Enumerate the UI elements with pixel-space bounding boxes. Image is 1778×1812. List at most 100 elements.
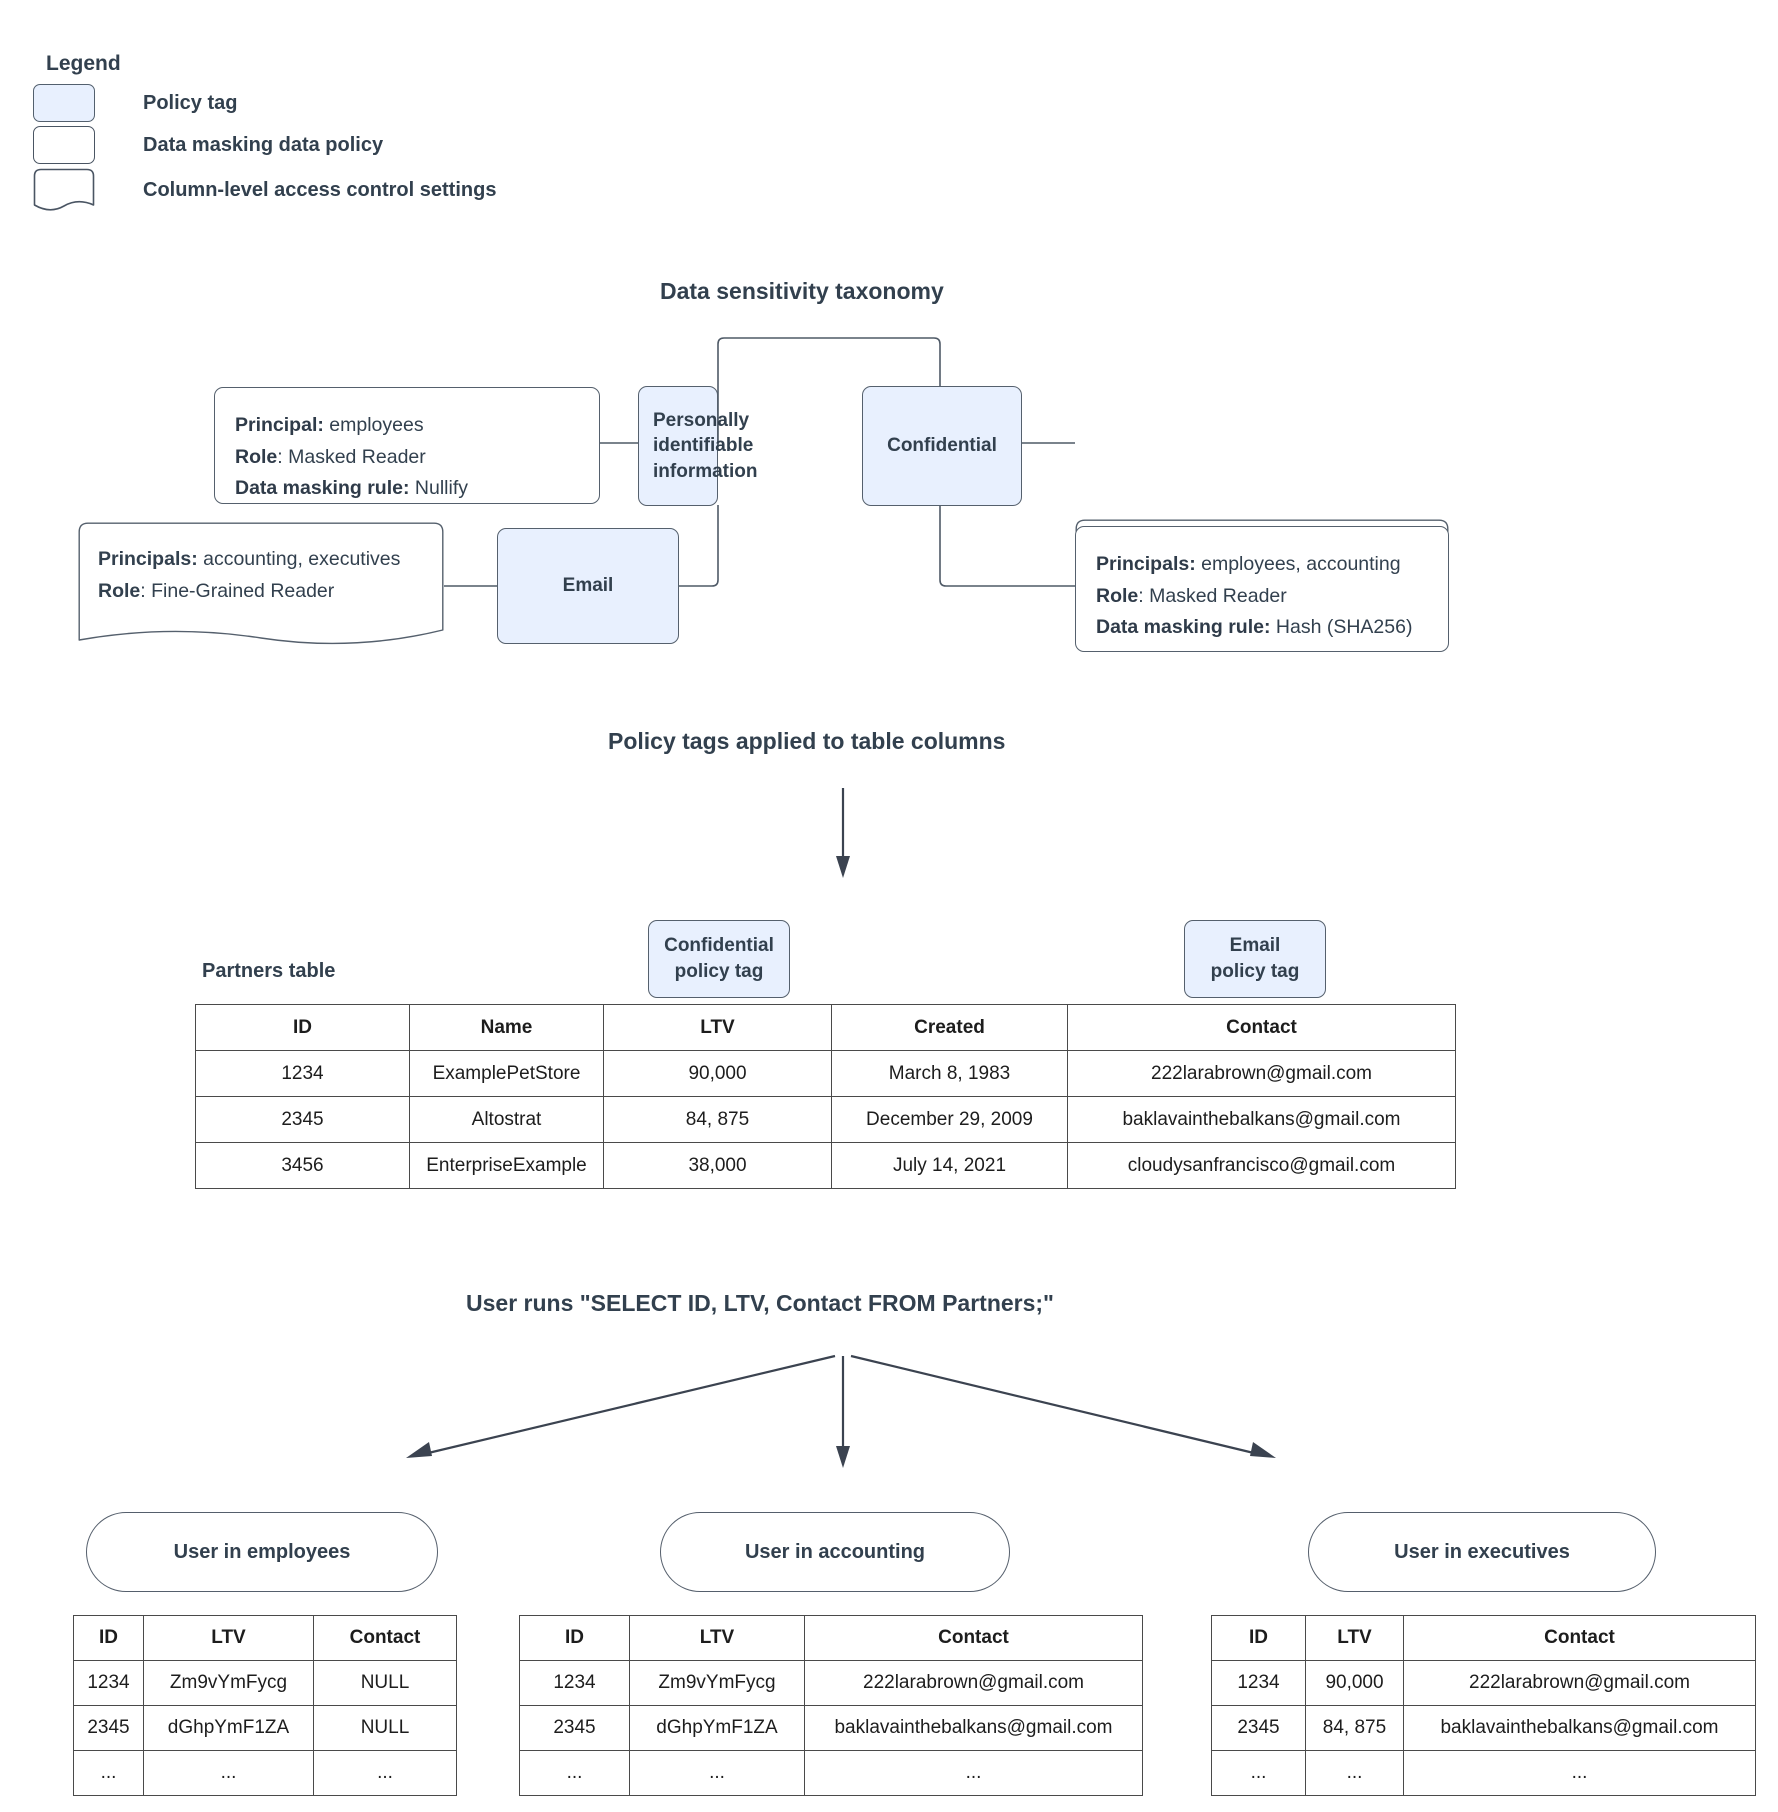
result-table-accounting: ID LTV Contact 1234 Zm9vYmFycg 222larabr… — [519, 1615, 1143, 1796]
cell: dGhpYmF1ZA — [629, 1705, 805, 1751]
cell: baklavainthebalkans@gmail.com — [1403, 1705, 1756, 1751]
pill-user-in-employees[interactable]: User in employees — [86, 1512, 438, 1592]
pill-user-in-accounting[interactable]: User in accounting — [660, 1512, 1010, 1592]
column-header: ID — [73, 1615, 144, 1661]
card-confidential-data-masking: Principals: employees, accounting Role: … — [1075, 526, 1449, 652]
card-key: Principal: — [235, 414, 324, 436]
legend-label-data-masking: Data masking data policy — [143, 133, 384, 156]
card-key: Role — [1096, 584, 1139, 607]
legend-title: Legend — [46, 52, 121, 75]
table-row: 2345 Altostrat 84, 875 December 29, 2009… — [195, 1096, 1456, 1143]
cell: 90,000 — [603, 1050, 832, 1097]
table-row: ... ... ... — [73, 1750, 457, 1796]
table-header-row: ID LTV Contact — [1211, 1615, 1756, 1661]
cell: 222larabrown@gmail.com — [1067, 1050, 1456, 1097]
policy-tag-badge-confidential-line1: Confidential — [664, 935, 774, 957]
card-key: Data masking rule: — [235, 477, 410, 500]
cell: 2345 — [1211, 1705, 1306, 1751]
pill-label: User in accounting — [744, 1540, 926, 1563]
cell: 84, 875 — [1305, 1705, 1404, 1751]
cell: ... — [313, 1750, 457, 1796]
card-value: : Masked Reader — [277, 445, 426, 468]
policy-tag-confidential-label: Confidential — [887, 435, 997, 457]
cell: ... — [73, 1750, 144, 1796]
column-header: LTV — [1305, 1615, 1404, 1661]
cell: cloudysanfrancisco@gmail.com — [1067, 1142, 1456, 1189]
table-header-row: ID LTV Contact — [73, 1615, 457, 1661]
table-row: 1234 Zm9vYmFycg NULL — [73, 1660, 457, 1706]
cell: 84, 875 — [603, 1096, 832, 1143]
column-header: LTV — [603, 1004, 832, 1051]
column-header: Contact — [1403, 1615, 1756, 1661]
card-line: Data masking rule: Hash (SHA256) — [1096, 612, 1430, 644]
policy-tag-confidential[interactable]: Confidential — [862, 386, 1022, 506]
cell: July 14, 2021 — [831, 1142, 1068, 1189]
column-header: LTV — [143, 1615, 314, 1661]
cell: ... — [1305, 1750, 1404, 1796]
column-header: Contact — [313, 1615, 457, 1661]
cell: baklavainthebalkans@gmail.com — [804, 1705, 1143, 1751]
result-table-executives: ID LTV Contact 1234 90,000 222larabrown@… — [1211, 1615, 1756, 1796]
policy-tag-badge-email[interactable]: Email policy tag — [1184, 920, 1326, 998]
column-header: Contact — [804, 1615, 1143, 1661]
cell: 2345 — [195, 1096, 410, 1143]
cell: 1234 — [1211, 1660, 1306, 1706]
cell: 222larabrown@gmail.com — [804, 1660, 1143, 1706]
card-key: Role — [235, 445, 278, 468]
policy-tag-pii[interactable]: Personally identifiable information — [638, 386, 758, 506]
legend-item-policy-tag: Policy tag — [33, 84, 237, 122]
policy-tag-email-label: Email — [562, 575, 614, 597]
card-line: Principals: accounting, executives — [98, 544, 426, 576]
policy-tag-badge-email-line1: Email — [1229, 935, 1281, 957]
policy-tag-badge-email-line2: policy tag — [1210, 961, 1300, 982]
cell: Zm9vYmFycg — [143, 1660, 314, 1706]
cell: ... — [143, 1750, 314, 1796]
cell: ... — [804, 1750, 1143, 1796]
cell: 1234 — [195, 1050, 410, 1097]
policy-tag-pii-label: Personally identifiable information — [653, 409, 758, 482]
pill-label: User in employees — [173, 1540, 351, 1563]
pill-user-in-executives[interactable]: User in executives — [1308, 1512, 1656, 1592]
table-row: 2345 dGhpYmF1ZA baklavainthebalkans@gmai… — [519, 1705, 1143, 1751]
card-key: Data masking rule: — [1096, 616, 1271, 639]
column-header: Name — [409, 1004, 604, 1051]
card-key: Role — [98, 579, 141, 602]
taxonomy-section-title: Data sensitivity taxonomy — [660, 278, 944, 304]
cell: 2345 — [73, 1705, 144, 1751]
card-key: Principals: — [98, 548, 198, 570]
data-masking-swatch — [33, 126, 95, 164]
cell: ... — [1211, 1750, 1306, 1796]
cell: Altostrat — [409, 1096, 604, 1143]
policy-tag-email[interactable]: Email — [497, 528, 679, 644]
column-header: ID — [519, 1615, 630, 1661]
column-header: ID — [195, 1004, 410, 1051]
cell: ... — [1403, 1750, 1756, 1796]
card-line: Principals: employees, accounting — [1096, 549, 1430, 581]
policy-tags-section-title: Policy tags applied to table columns — [608, 728, 1006, 754]
query-section-title: User runs "SELECT ID, LTV, Contact FROM … — [466, 1290, 1054, 1316]
legend-label-column-access: Column-level access control settings — [143, 178, 497, 201]
column-header: LTV — [629, 1615, 805, 1661]
policy-tag-badge-confidential[interactable]: Confidential policy tag — [648, 920, 790, 998]
card-line: Role: Fine-Grained Reader — [98, 576, 426, 608]
table-row: 3456 EnterpriseExample 38,000 July 14, 2… — [195, 1142, 1456, 1189]
table-header-row: ID Name LTV Created Contact — [195, 1004, 1456, 1051]
cell: 90,000 — [1305, 1660, 1404, 1706]
table-header-row: ID LTV Contact — [519, 1615, 1143, 1661]
result-table-employees: ID LTV Contact 1234 Zm9vYmFycg NULL 2345… — [73, 1615, 457, 1796]
column-header: Contact — [1067, 1004, 1456, 1051]
cell: baklavainthebalkans@gmail.com — [1067, 1096, 1456, 1143]
table-row: ... ... ... — [519, 1750, 1143, 1796]
column-header: ID — [1211, 1615, 1306, 1661]
cell: Zm9vYmFycg — [629, 1660, 805, 1706]
partners-table: ID Name LTV Created Contact 1234 Example… — [195, 1004, 1456, 1189]
cell: 38,000 — [603, 1142, 832, 1189]
cell: NULL — [313, 1705, 457, 1751]
cell: 2345 — [519, 1705, 630, 1751]
table-row: ... ... ... — [1211, 1750, 1756, 1796]
card-line: Data masking rule: Nullify — [235, 473, 581, 505]
cell: ... — [629, 1750, 805, 1796]
pill-label: User in executives — [1394, 1540, 1570, 1563]
card-value: : Masked Reader — [1138, 584, 1287, 607]
